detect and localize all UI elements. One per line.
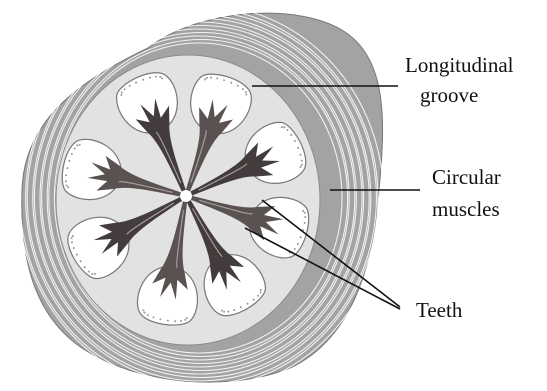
central-lumen xyxy=(180,190,192,202)
circular-muscles-label-line1: Circular xyxy=(432,165,501,189)
teeth-label: Teeth xyxy=(416,298,463,322)
longitudinal-groove-label: Longitudinal groove xyxy=(405,53,519,107)
circular-muscles-label-line2: muscles xyxy=(432,197,500,221)
longitudinal-groove-label-line1: Longitudinal xyxy=(405,53,514,77)
longitudinal-groove-label-line2: groove xyxy=(420,83,478,107)
circular-muscles-label: Circular muscles xyxy=(432,165,506,221)
